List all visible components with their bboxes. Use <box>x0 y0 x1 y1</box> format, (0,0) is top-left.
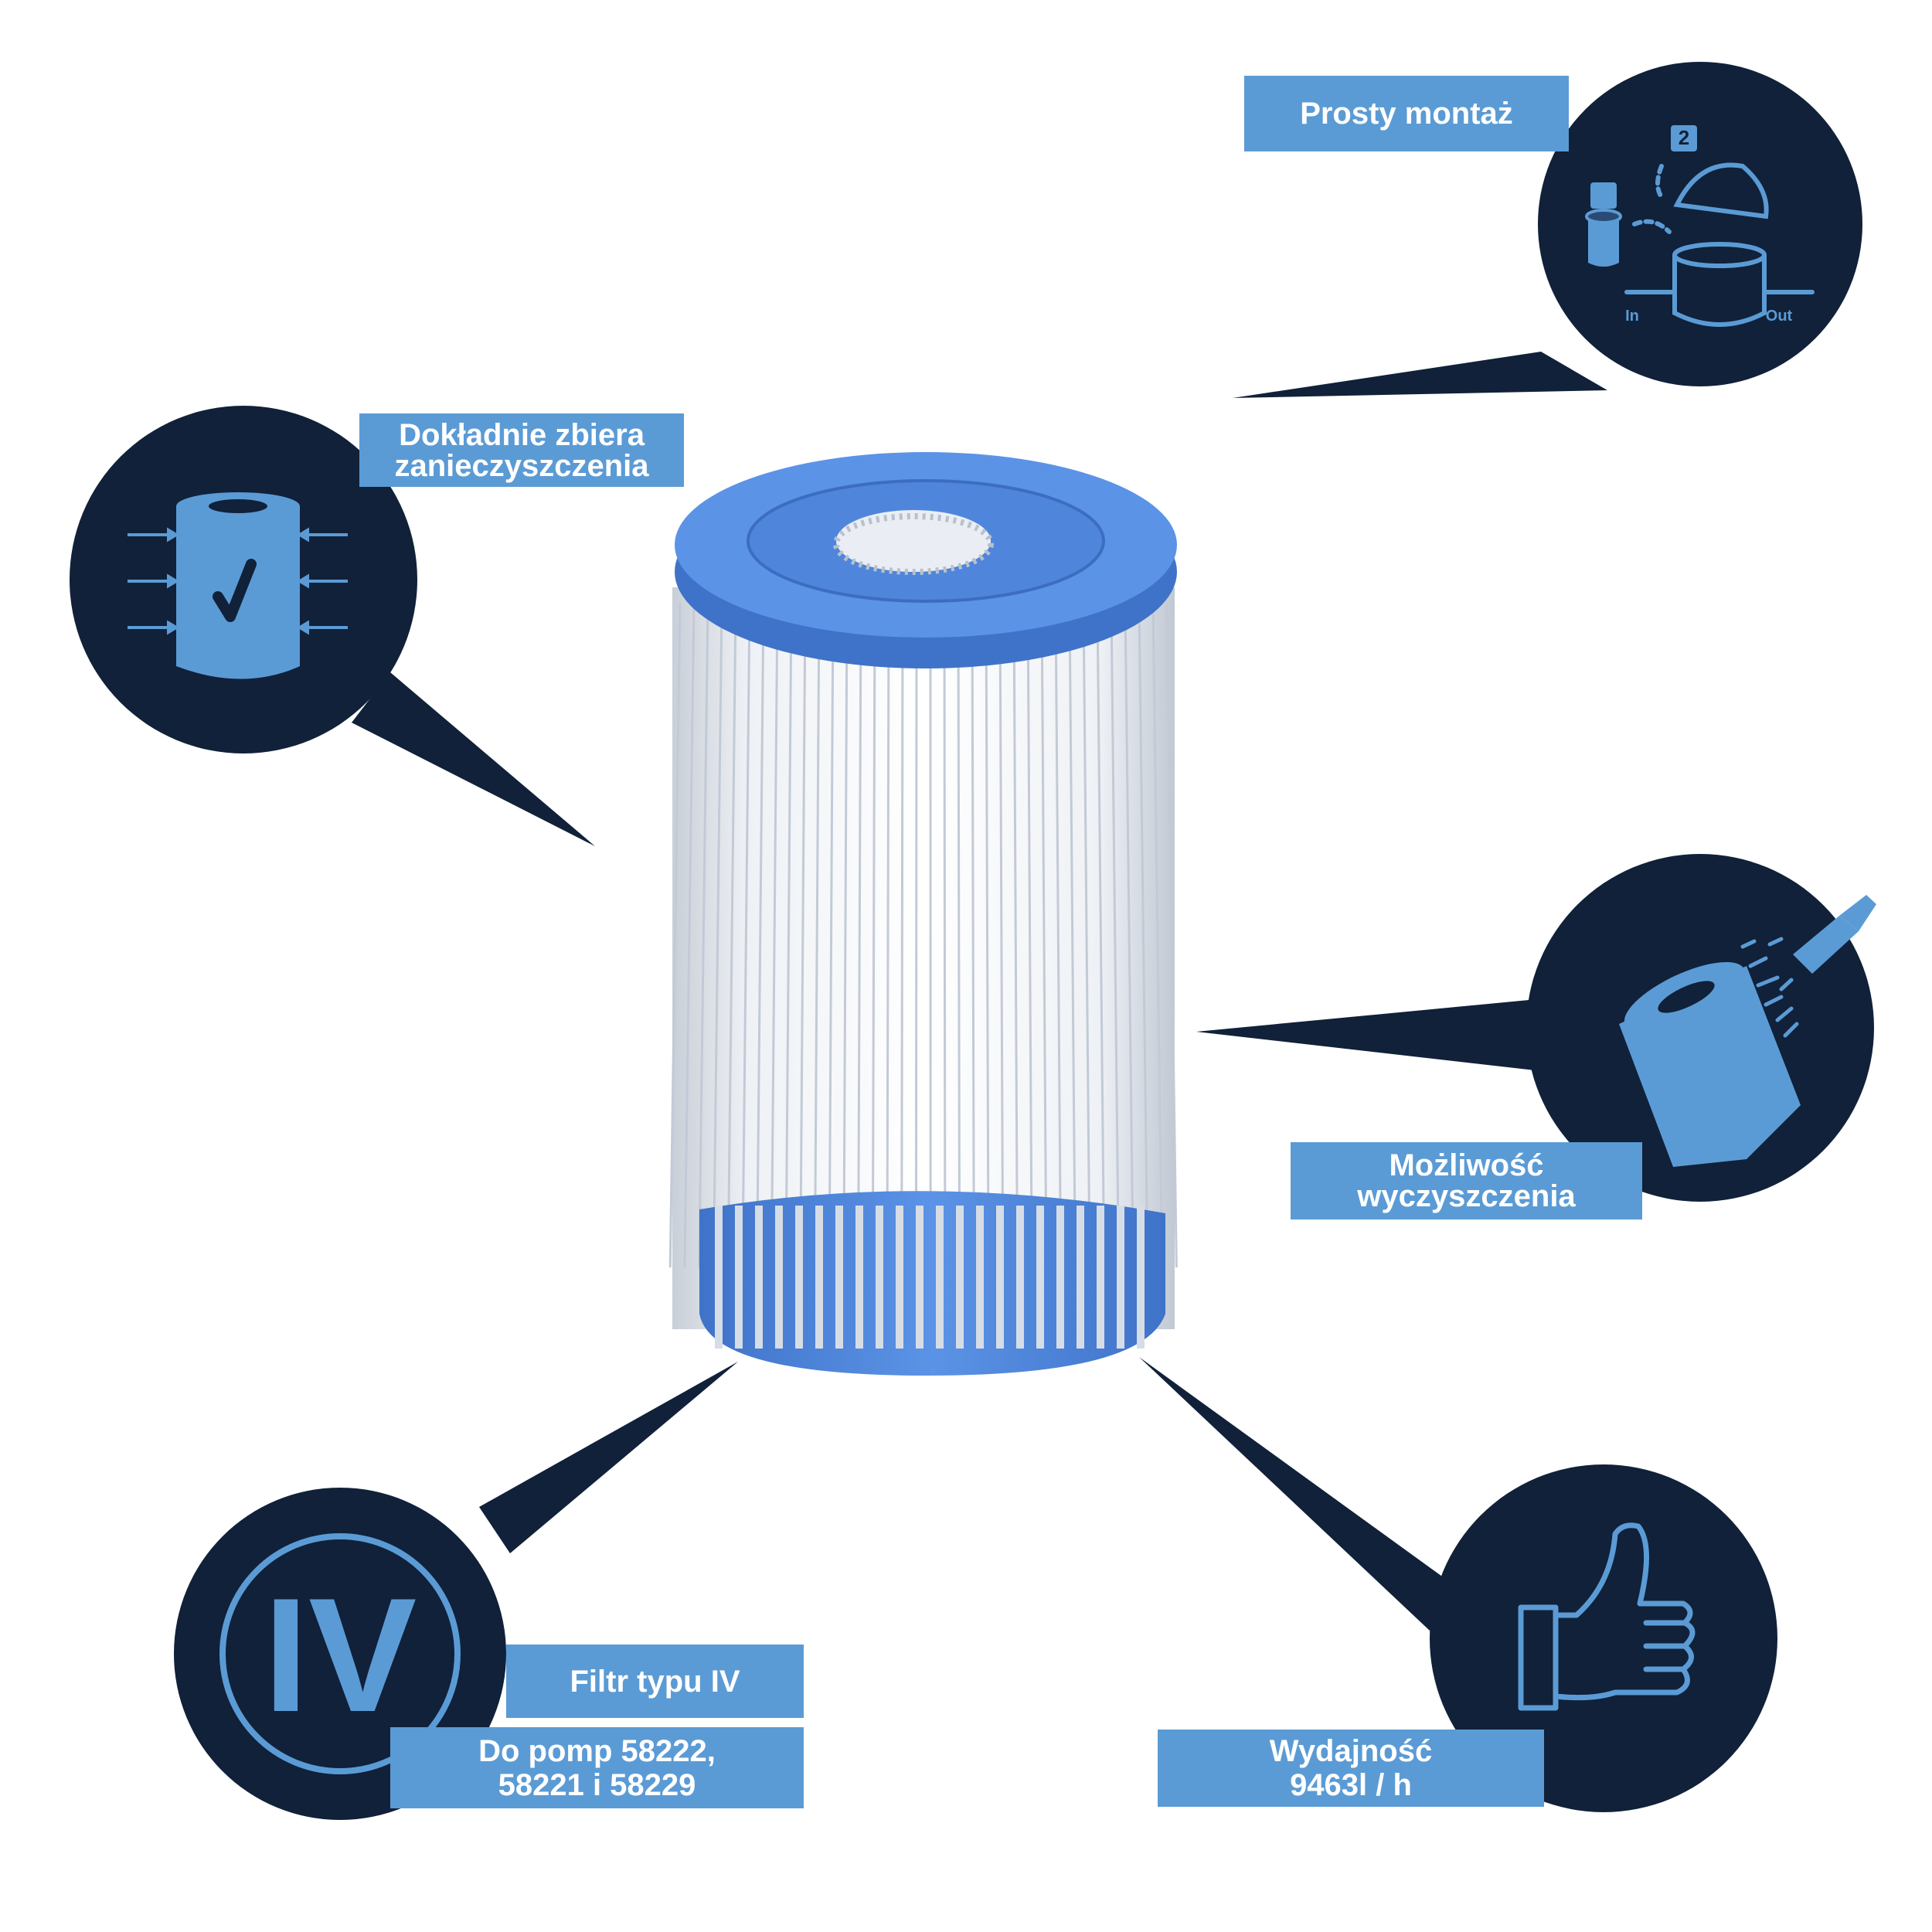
out-label: Out <box>1766 308 1793 325</box>
throughput-line2: 9463l / h <box>1290 1768 1412 1802</box>
compatible-pumps-line2: 58221 i 58229 <box>498 1767 696 1802</box>
collects-dirt-line2: zanieczyszczenia <box>394 448 649 483</box>
pointer-throughput <box>1139 1357 1453 1631</box>
cleanable-label: Możliwość wyczyszczenia <box>1291 1142 1642 1219</box>
throughput-line1: Wydajność <box>1269 1734 1433 1768</box>
easy-install-label: Prosty montaż <box>1244 76 1569 151</box>
filter-cartridge-image <box>668 452 1178 1376</box>
water-spray-clean-icon <box>1619 895 1876 1167</box>
throughput-label: Wydajność 9463l / h <box>1158 1730 1544 1807</box>
filter-type-label: Filtr typu IV <box>506 1645 804 1718</box>
cleanable-badge <box>1526 854 1876 1202</box>
compatible-pumps-label: Do pomp 58222, 58221 i 58229 <box>390 1727 804 1808</box>
pointer-filter-type <box>479 1362 738 1553</box>
step-2-number: 2 <box>1679 126 1689 149</box>
step-1-number: 1 <box>1598 149 1609 172</box>
filter-check-icon <box>128 492 348 679</box>
pointer-collects-dirt <box>352 672 595 846</box>
thumbs-up-icon <box>1518 1522 1696 1711</box>
pointer-cleanable <box>1196 997 1569 1074</box>
roman-four-text: IV <box>264 1564 417 1746</box>
throughput-badge <box>1430 1464 1777 1812</box>
roman-four-icon: IV <box>219 1533 461 1774</box>
installation-steps-icon <box>1585 125 1815 327</box>
cleanable-line1: Możliwość <box>1389 1148 1544 1182</box>
collects-dirt-badge <box>70 406 417 753</box>
cleanable-line2: wyczyszczenia <box>1357 1179 1576 1213</box>
compatible-pumps-line1: Do pomp 58222, <box>478 1733 716 1768</box>
filter-type-title: Filtr typu IV <box>570 1664 740 1699</box>
easy-install-badge: 1 2 In Out <box>1538 62 1862 386</box>
collects-dirt-line1: Dokładnie zbiera <box>399 417 645 452</box>
in-label: In <box>1625 308 1639 325</box>
easy-install-title: Prosty montaż <box>1300 97 1513 131</box>
collects-dirt-label: Dokładnie zbiera zanieczyszczenia <box>359 413 684 487</box>
pointer-easy-install <box>1233 352 1607 398</box>
